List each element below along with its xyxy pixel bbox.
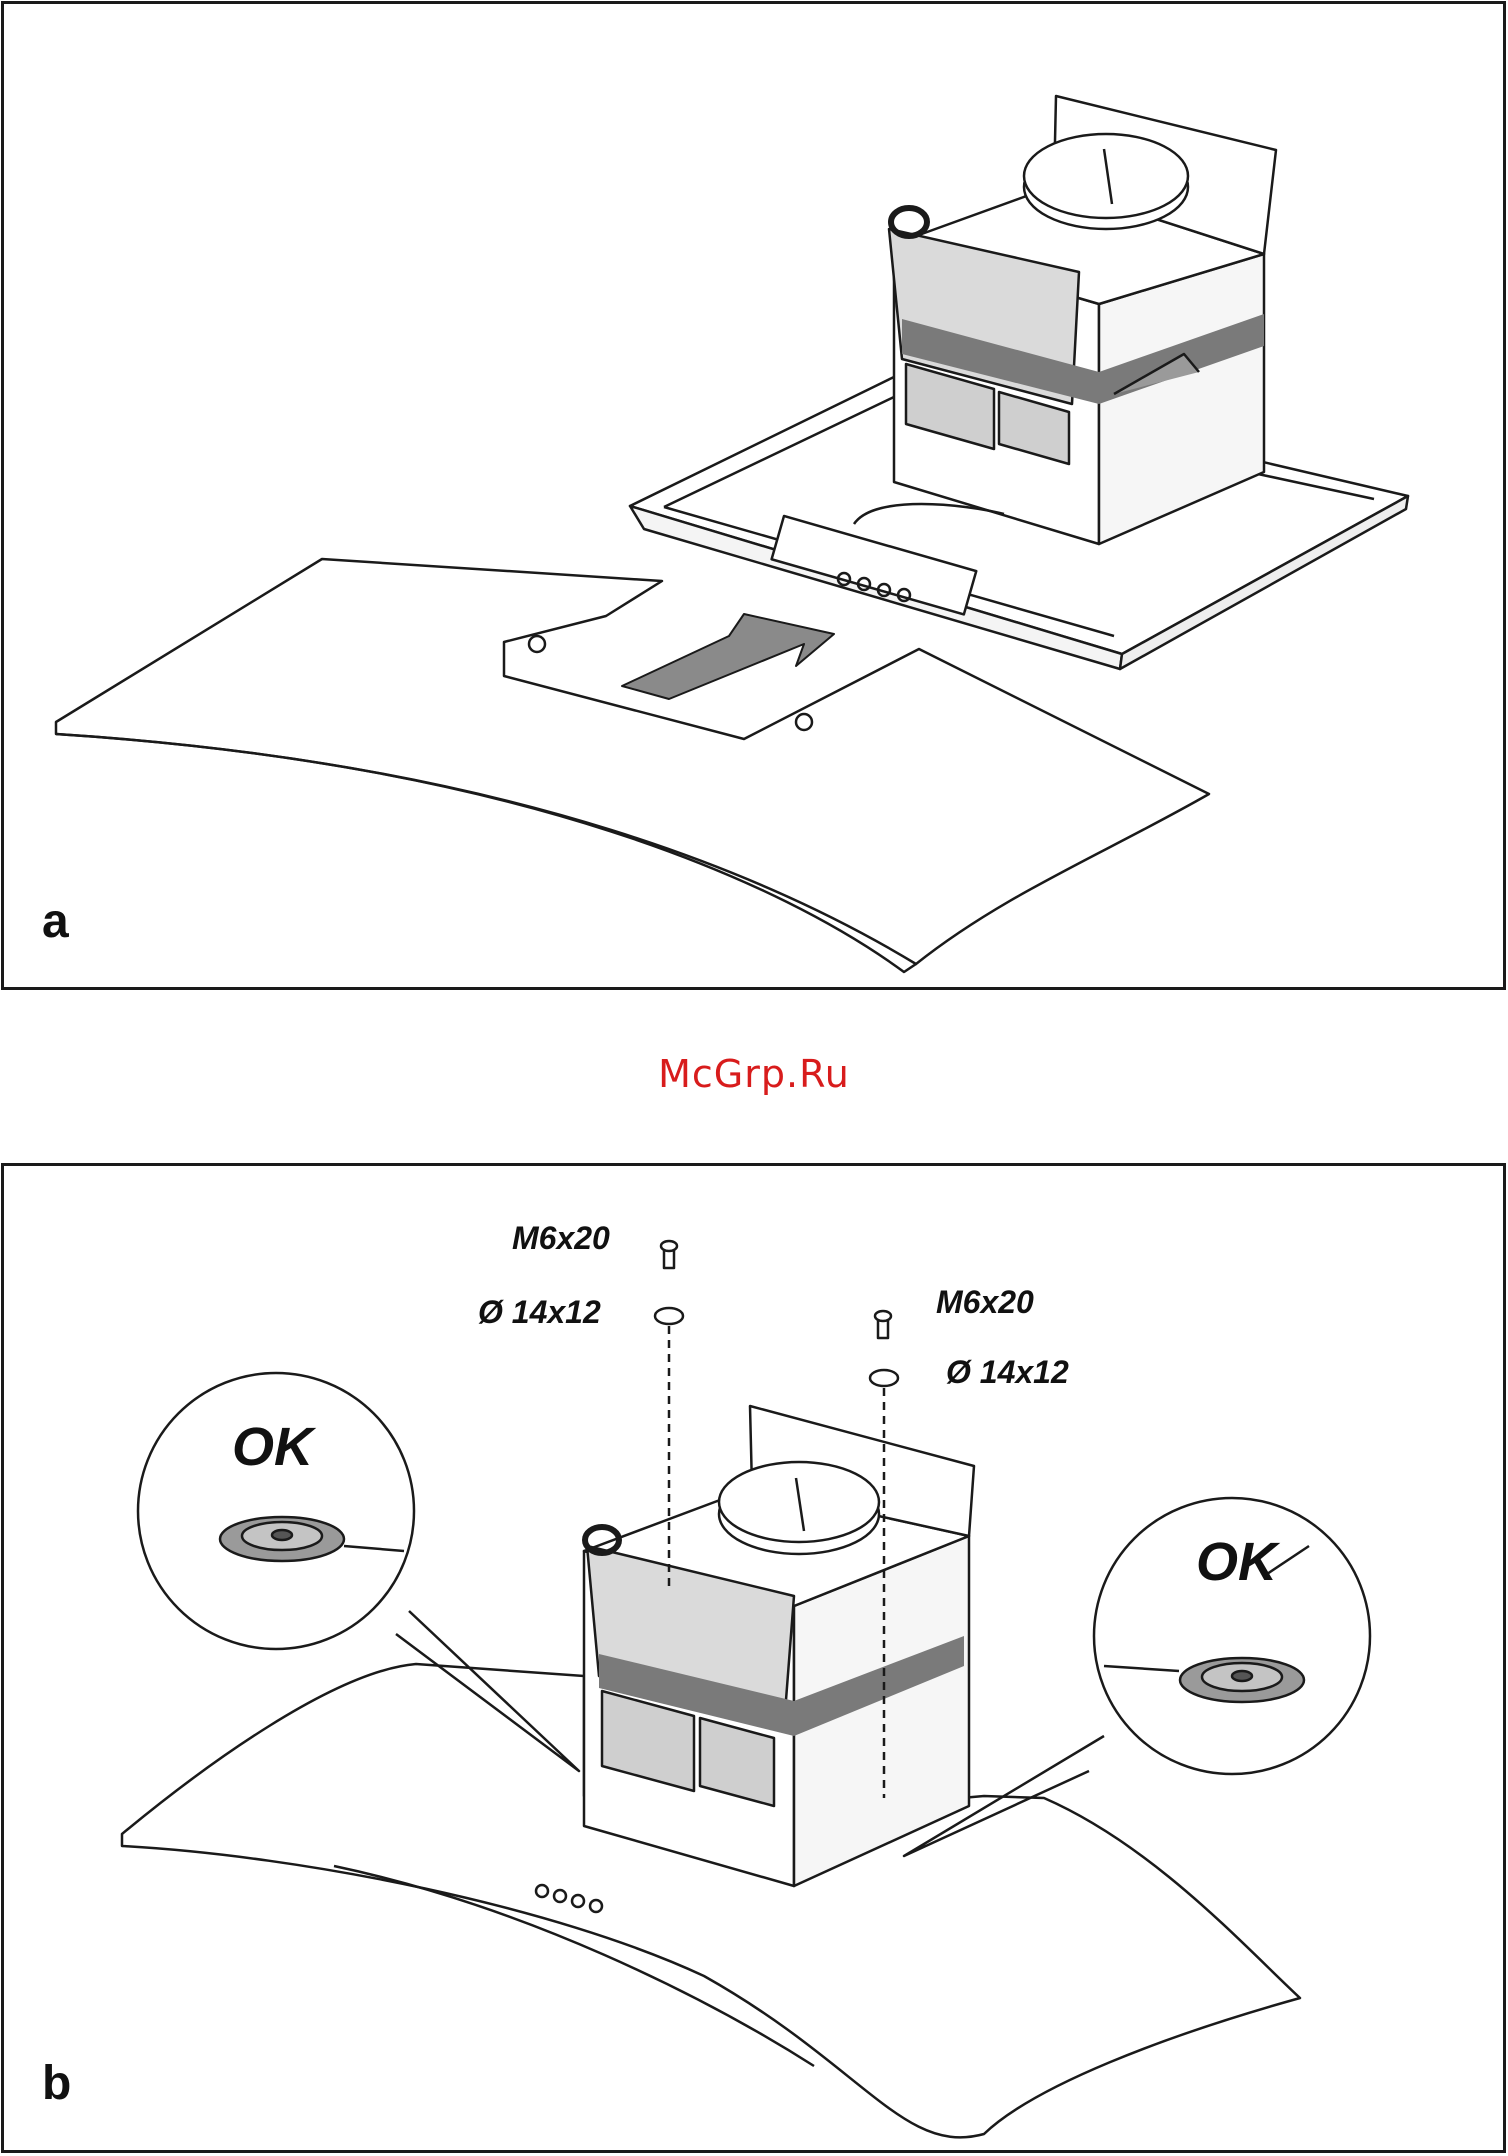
ok-right-label: OK [1196, 1531, 1277, 1593]
watermark: McGrp.Ru [0, 1052, 1508, 1096]
screw-right-label: M6x20 [936, 1284, 1034, 1321]
washer-right-label: Ø 14x12 [946, 1354, 1069, 1391]
panel-b-drawing [4, 1166, 1508, 2156]
panel-b: M6x20 Ø 14x12 M6x20 Ø 14x12 OK OK b [1, 1163, 1506, 2153]
screw-left-label: M6x20 [512, 1220, 610, 1257]
insert-arrow [622, 614, 834, 699]
hood-motor-box [854, 96, 1276, 544]
panel-a: a [1, 1, 1506, 990]
panel-b-letter: b [42, 2056, 71, 2111]
panel-a-letter: a [42, 894, 69, 949]
washer-left-label: Ø 14x12 [478, 1294, 601, 1331]
hood-motor-box [584, 1406, 974, 1886]
panel-a-drawing [4, 4, 1508, 993]
ok-left-label: OK [232, 1416, 313, 1478]
